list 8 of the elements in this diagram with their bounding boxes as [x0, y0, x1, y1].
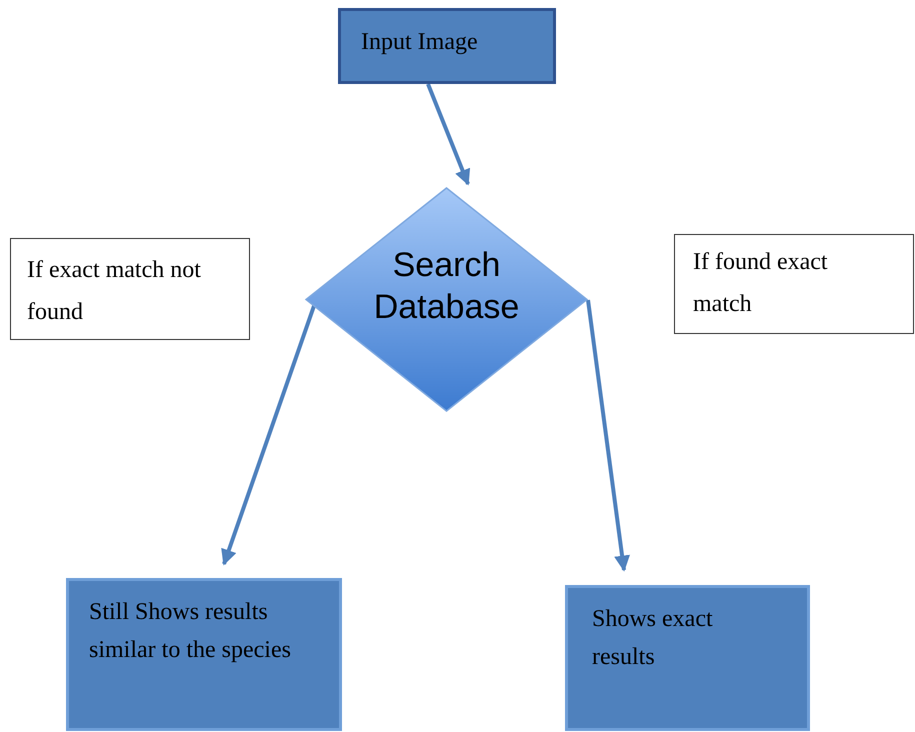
- input-box: Input Image: [338, 8, 556, 84]
- condition-note: If found exact match: [674, 234, 914, 334]
- arrow: [586, 300, 630, 572]
- condition-note: If exact match not found: [10, 238, 250, 340]
- result-box: Still Shows results similar to the species: [66, 578, 342, 731]
- result-box: Shows exact results: [565, 585, 810, 731]
- decision-label: Search Database: [372, 244, 520, 328]
- arrow: [426, 83, 470, 186]
